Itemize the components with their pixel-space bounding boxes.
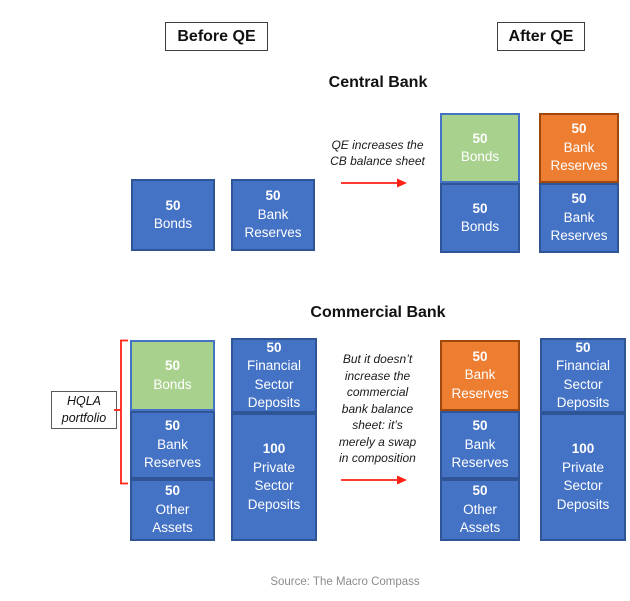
after-qe-label: After QE (497, 22, 585, 51)
commercial-bank-annotation: But it doesn’t increase the commercial b… (338, 352, 417, 465)
box-value: 50 (265, 188, 281, 204)
hqla-bracket (114, 339, 128, 485)
box-label: Bank Reserves (143, 436, 202, 471)
box-label: Financial Sector Deposits (555, 358, 611, 410)
cb-after-reserves-box: 50 Bank Reserves (539, 183, 619, 253)
box-label: Bank Reserves (244, 206, 302, 241)
box-value: 50 (571, 121, 587, 137)
comm-before-other-assets-box: 50 Other Assets (130, 479, 215, 541)
hqla-portfolio-label: HQLA portfolio (51, 391, 117, 429)
box-value: 50 (472, 483, 488, 499)
comm-after-financial-deposits-box: 50 Financial Sector Deposits (540, 338, 626, 413)
box-value: 50 (164, 418, 181, 434)
cb-after-bonds-new-box: 50 Bonds (440, 113, 520, 183)
box-label: Bank Reserves (451, 367, 509, 401)
box-label: Financial Sector Deposits (246, 358, 302, 410)
source-credit: Source: The Macro Compass (270, 576, 420, 588)
box-label: Bonds (153, 216, 193, 231)
comm-after-reserves-new-box: 50 Bank Reserves (440, 340, 520, 411)
central-bank-annotation: QE increases the CB balance sheet (330, 138, 425, 168)
box-label: Private Sector Deposits (556, 459, 610, 512)
box-value: 50 (472, 418, 488, 434)
box-label: Bank Reserves (451, 436, 509, 471)
box-value: 50 (266, 339, 282, 355)
comm-before-reserves-box: 50 Bank Reserves (130, 411, 215, 479)
comm-before-bonds-box: 50 Bonds (130, 340, 215, 411)
box-value: 50 (164, 483, 181, 499)
box-value: 50 (472, 348, 488, 364)
comm-before-financial-deposits-box: 50 Financial Sector Deposits (231, 338, 317, 413)
box-value: 50 (164, 358, 181, 373)
box-value: 50 (472, 200, 488, 216)
box-value: 50 (472, 130, 488, 146)
cb-before-bonds-box: 50 Bonds (131, 179, 215, 251)
cb-after-reserves-new-box: 50 Bank Reserves (539, 113, 619, 183)
comm-after-other-assets-box: 50 Other Assets (440, 479, 520, 541)
box-label: Bank Reserves (550, 209, 608, 244)
commercial-bank-title: Commercial Bank (310, 304, 446, 321)
box-label: Bonds (460, 219, 500, 234)
before-qe-label: Before QE (165, 22, 268, 51)
box-label: Other Assets (152, 501, 193, 536)
box-label: Bank Reserves (550, 139, 608, 174)
cb-before-reserves-box: 50 Bank Reserves (231, 179, 315, 251)
box-value: 50 (165, 197, 181, 213)
comm-after-private-deposits-box: 100 Private Sector Deposits (540, 413, 626, 541)
box-label: Other Assets (459, 501, 501, 536)
right-arrow-icon (341, 475, 407, 485)
box-value: 100 (262, 441, 286, 456)
cb-after-bonds-box: 50 Bonds (440, 183, 520, 253)
box-label: Private Sector Deposits (247, 459, 301, 512)
box-value: 50 (571, 191, 587, 207)
comm-before-private-deposits-box: 100 Private Sector Deposits (231, 413, 317, 541)
right-arrow-icon (341, 178, 407, 188)
box-label: Bonds (460, 149, 500, 164)
comm-after-reserves-box: 50 Bank Reserves (440, 411, 520, 479)
box-value: 50 (575, 339, 591, 355)
central-bank-title: Central Bank (328, 74, 428, 91)
box-value: 100 (571, 441, 595, 456)
box-label: Bonds (153, 376, 192, 392)
